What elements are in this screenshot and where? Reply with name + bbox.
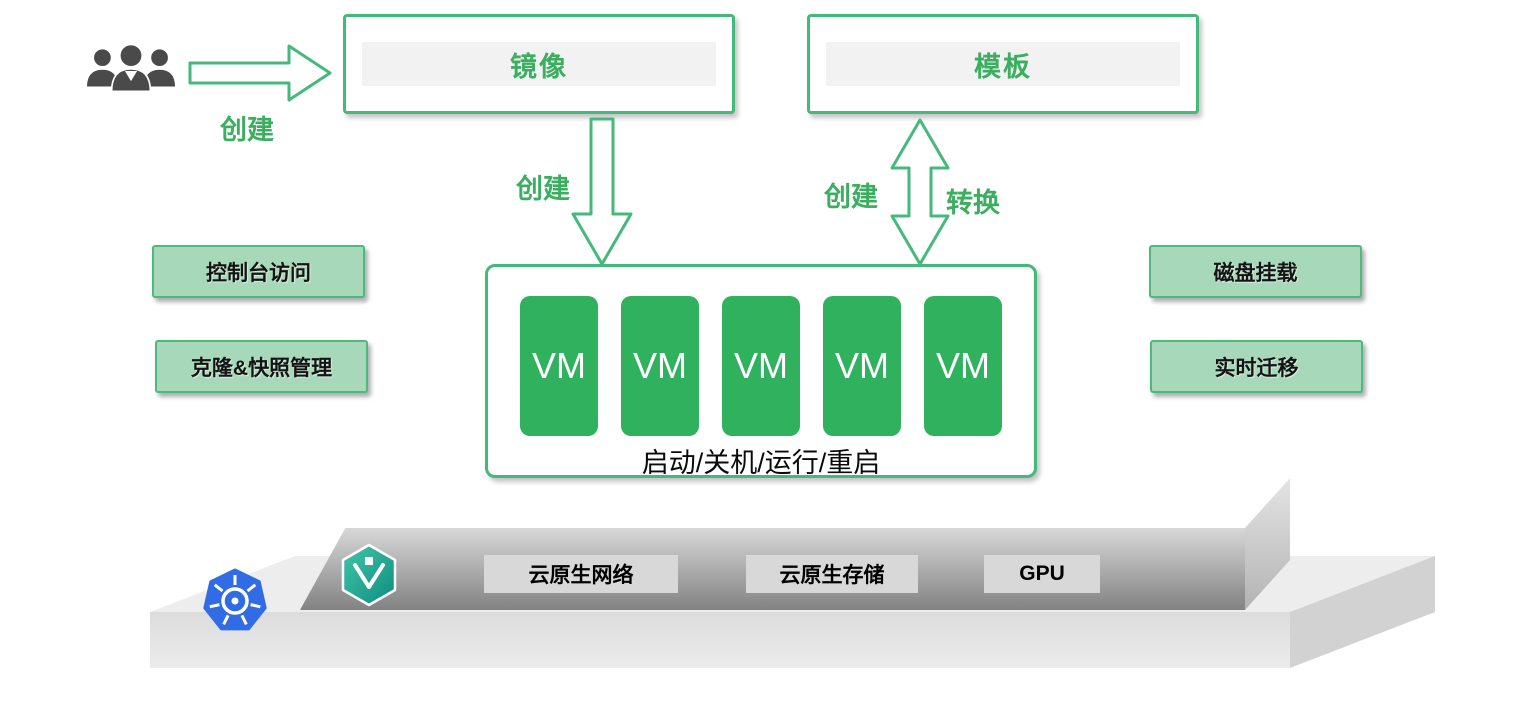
feature-disk-mount: 磁盘挂载 [1149,245,1362,298]
label-template-convert: 转换 [946,188,1000,218]
users-group-icon [85,43,177,93]
vm-lifecycle-caption: 启动/关机/运行/重启 [641,448,881,478]
vm-tile: VM [722,296,800,436]
feature-clone-snapshot: 克隆&快照管理 [155,340,368,393]
vm-container: VM VM VM VM VM 启动/关机/运行/重启 [485,264,1037,478]
vm-tile: VM [621,296,699,436]
vm-tile: VM [924,296,1002,436]
template-box: 模板 [807,14,1199,114]
label-template-create: 创建 [824,182,878,212]
vm-row: VM VM VM VM VM [488,296,1034,436]
image-box: 镜像 [343,14,735,114]
kubernetes-logo [203,568,267,631]
arrow-down-icon [571,117,633,266]
platform-bar-cloud-native-storage: 云原生存储 [746,555,918,593]
arrow-right-icon [188,44,332,102]
platform-bar-cloud-native-network: 云原生网络 [484,555,678,593]
platform-bar-gpu: GPU [984,555,1100,593]
feature-console-access: 控制台访问 [152,245,365,298]
feature-live-migration: 实时迁移 [1150,340,1363,393]
collar-detail [124,70,138,82]
vm-tile: VM [823,296,901,436]
image-box-label: 镜像 [362,42,716,86]
arrow-up-down-icon [890,118,950,266]
label-user-create: 创建 [220,115,274,145]
vm-tile: VM [520,296,598,436]
kubevirt-logo [341,543,397,607]
platform-base-front [150,612,1290,668]
template-box-label: 模板 [826,42,1180,86]
label-image-create: 创建 [516,174,570,204]
